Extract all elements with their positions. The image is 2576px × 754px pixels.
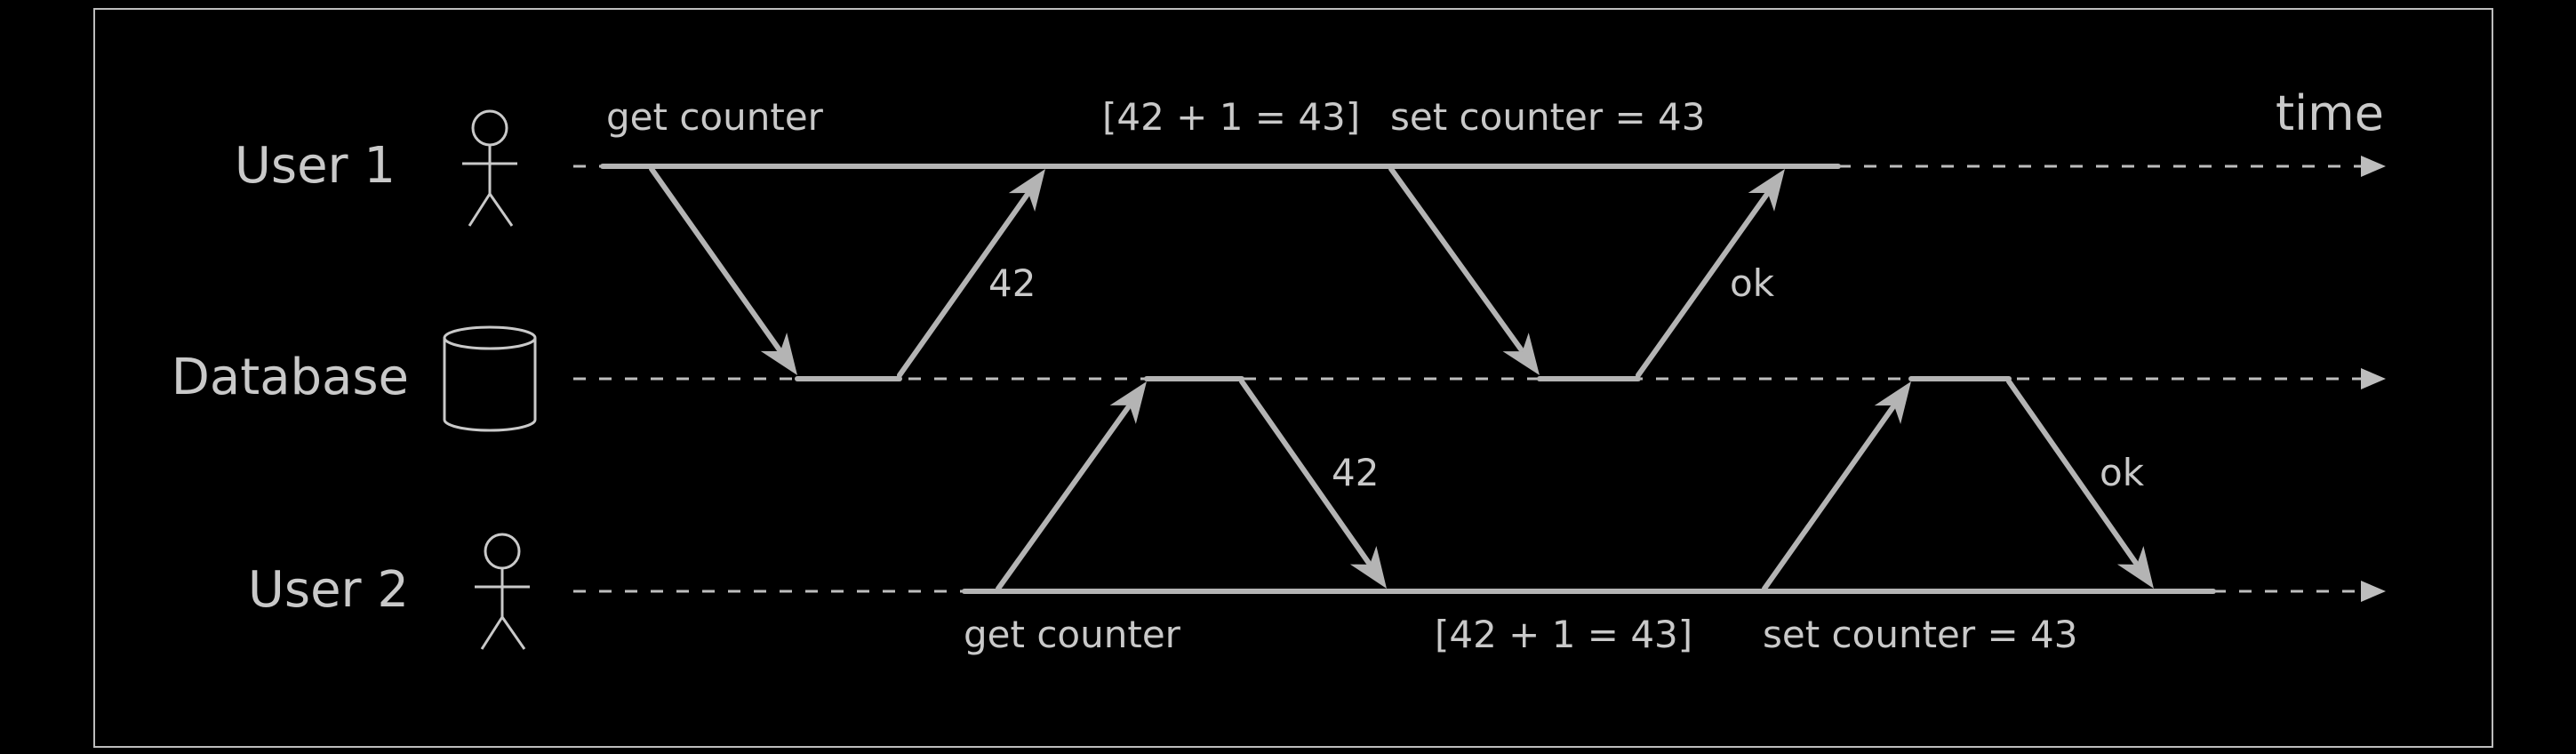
actor-label-user2: User 2 [248,561,409,619]
user1-get-request-arrow [649,166,782,352]
user2-timeline-arrowhead [2361,581,2386,602]
user1-compute-label: [42 + 1 = 43] [1102,95,1360,139]
user2-get-counter-label: get counter [964,613,1181,656]
db-response-42-to-user1-arrow [897,192,1030,378]
user2-get-request-arrow-head [1109,381,1147,424]
stick-figure-icon [475,533,530,650]
db-response-ok-to-user2-arrow-head [2116,545,2154,589]
user2-set-request-arrow-head [1874,381,1911,424]
db-response-42-to-user1-arrow-head [1008,169,1045,212]
response-ok-to-user2-label: ok [2100,451,2145,494]
db-response-42-to-user2-arrow [1239,379,1372,566]
db-response-ok-to-user2-arrow [2006,379,2139,566]
user1-timeline-arrowhead [2361,156,2386,177]
actor-label-database: Database [172,349,409,406]
message-arrows [649,166,2154,591]
user1-set-request-arrow-head [1502,333,1540,375]
user1-get-request-arrow-head [760,333,797,375]
user1-set-request-arrow [1388,166,1524,352]
time-axis-label: time [2276,85,2384,141]
actor-label-user1: User 1 [235,137,396,195]
diagram-frame [93,8,2493,748]
database-cylinder-icon [443,325,537,432]
user2-set-request-arrow [1762,405,1896,591]
user1-get-counter-label: get counter [606,95,824,139]
db-response-ok-to-user1-arrow-head [1748,169,1785,212]
db-response-42-to-user2-arrow-head [1349,545,1387,589]
response-ok-to-user1-label: ok [1730,261,1775,305]
user2-set-counter-label: set counter = 43 [1763,613,2077,656]
database-timeline-arrowhead [2361,368,2386,389]
user2-get-request-arrow [996,405,1132,591]
response-42-to-user2-label: 42 [1332,451,1379,494]
user2-compute-label: [42 + 1 = 43] [1435,613,1692,656]
db-response-ok-to-user1-arrow [1636,192,1770,378]
response-42-to-user1-label: 42 [988,261,1036,305]
stick-figure-icon [462,109,517,227]
user1-set-counter-label: set counter = 43 [1390,95,1705,139]
